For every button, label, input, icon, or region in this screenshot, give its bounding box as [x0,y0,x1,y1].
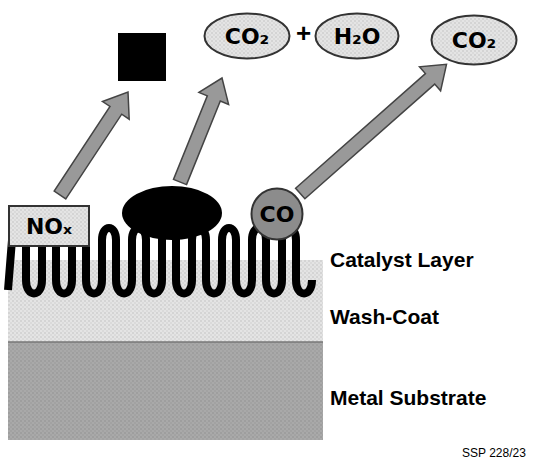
gas-box: NOₓ [8,205,90,247]
layer-label: Wash-Coat [330,305,439,329]
reaction-arrow [296,64,447,198]
layer-label: Metal Substrate [330,386,486,410]
gas-label: CO₂ [225,24,269,49]
gas-label: CO [260,202,295,227]
gas-ellipse: CO [250,187,304,241]
arrow [174,78,229,185]
hydrocarbon-ellipse [122,186,222,240]
nitrogen-square [118,33,166,81]
gas-ellipse: CO₂ [430,14,518,66]
gas-label: NOₓ [26,214,72,239]
figure-code: SSP 228/23 [462,446,526,460]
gas-label: H₂O [334,24,381,49]
gas-label: CO₂ [452,28,496,53]
layer-border [8,341,323,343]
gas-ellipse: CO₂ [203,12,291,60]
metal-substrate [8,342,323,440]
layer-label: Catalyst Layer [330,248,474,272]
arrow [54,92,129,199]
gas-ellipse: H₂O [314,12,400,60]
plus-sign: + [296,18,311,49]
